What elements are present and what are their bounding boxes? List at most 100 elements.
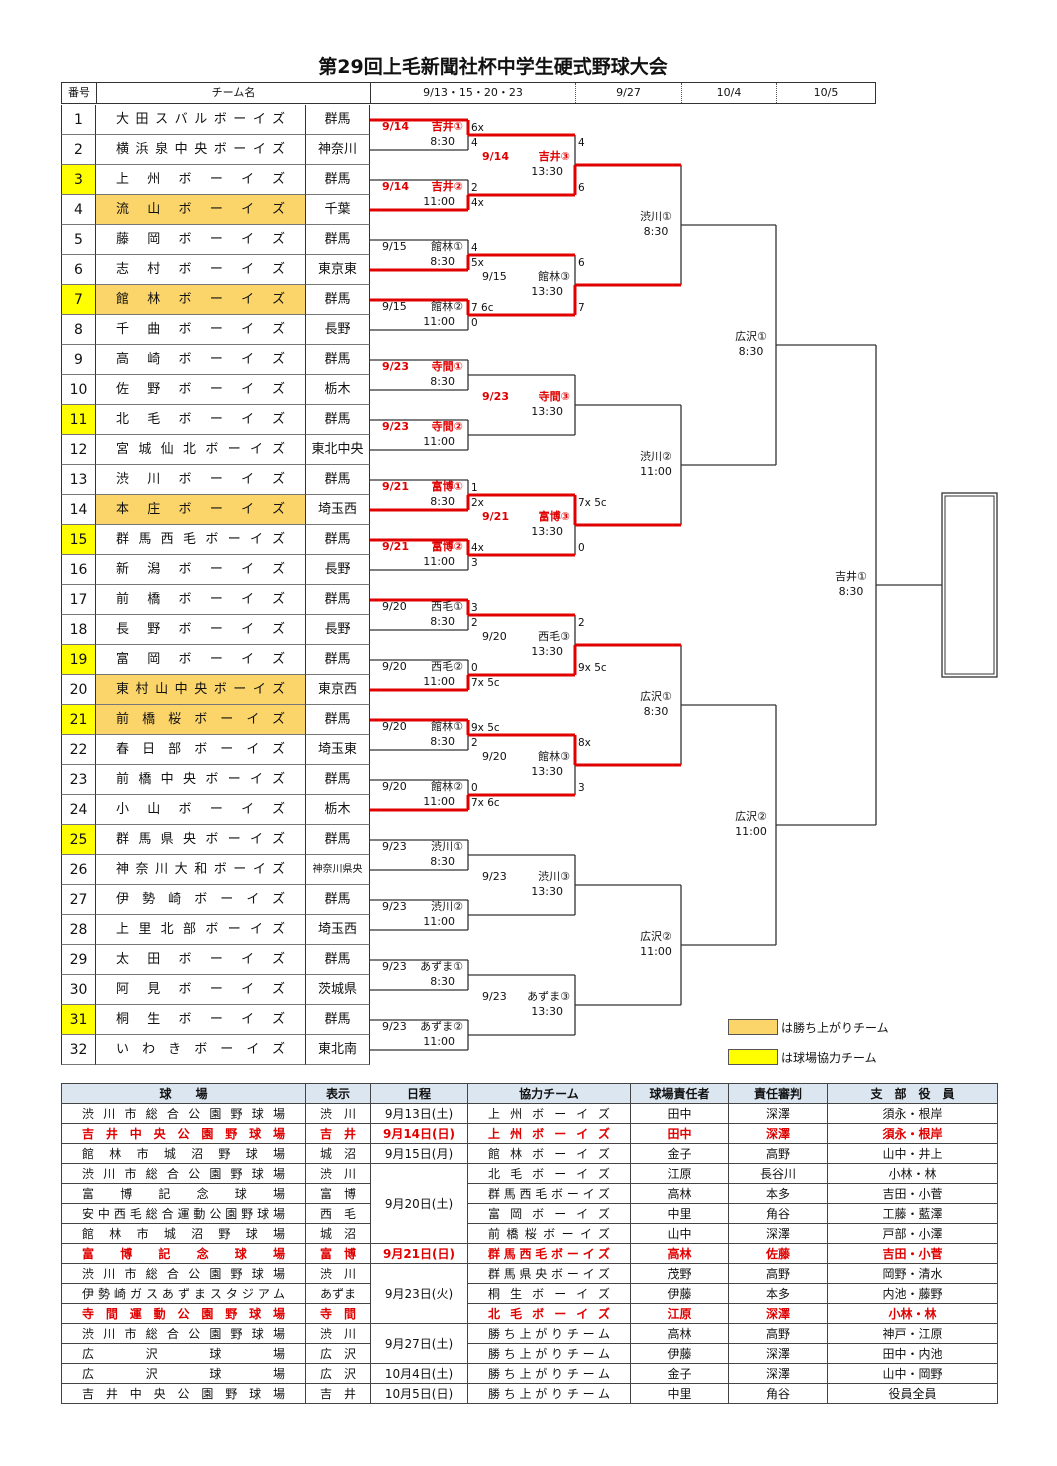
stadium-name: 渋川市総合公園野球場 [61,1323,306,1344]
match-date: 9/20 [482,750,507,763]
team-name: 東村山中央ボーイズ [96,675,305,705]
team-name: 館林ボーイズ [96,285,305,315]
stadium-name: 伊勢崎ガスあずまスタジアム [61,1283,306,1304]
schedule-date: 9月14日(日) [370,1123,468,1144]
header-round3-date: 9/27 [576,83,682,103]
chief-umpire: 深澤 [728,1363,828,1384]
score-bottom: 2x [471,497,484,509]
stadium-short: 渋 川 [305,1323,371,1344]
stadium-short: 西 毛 [305,1203,371,1224]
host-team: 勝ち上がりチーム [467,1323,631,1344]
team-prefecture: 栃木 [305,795,370,825]
team-name: 北毛ボーイズ [96,405,305,435]
team-prefecture: 神奈川県央 [305,855,370,885]
match-date: 9/23 [482,870,507,883]
schedule-row: 広沢球場広 沢勝ち上がりチーム伊藤深澤田中・内池 [61,1343,998,1364]
match-time: 11:00 [640,945,672,958]
match-venue: 西毛① [431,600,463,613]
match-time: 11:00 [640,465,672,478]
host-team: 桐生ボーイズ [467,1283,631,1304]
match-time: 11:00 [423,795,455,808]
stadium-name: 富博記念球場 [61,1183,306,1204]
team-number: 26 [61,855,96,885]
schedule-header: 支 部 役 員 [827,1083,998,1104]
team-number: 18 [61,615,96,645]
stadium-short: 富 博 [305,1243,371,1264]
team-name: 前橋桜ボーイズ [96,705,305,735]
match-date: 9/23 [382,360,409,373]
venue-manager: 金子 [630,1363,729,1384]
team-number: 3 [61,165,96,195]
host-team: 勝ち上がりチーム [467,1343,631,1364]
chief-umpire: 本多 [728,1283,828,1304]
team-name: いわきボーイズ [96,1035,305,1065]
match-date: 9/20 [482,630,507,643]
stadium-name: 館林市城沼野球場 [61,1143,306,1164]
venue-manager: 茂野 [630,1263,729,1284]
host-team: 前橋桜ボーイズ [467,1223,631,1244]
legend-host: は球場協力チーム [728,1049,889,1065]
venue-manager: 高林 [630,1183,729,1204]
venue-manager: 高林 [630,1243,729,1264]
legend-host-label: は球場協力チーム [781,1050,877,1065]
team-prefecture: 東京東 [305,255,370,285]
schedule-row: 伊勢崎ガスあずまスタジアムあずま桐生ボーイズ伊藤本多内池・藤野 [61,1283,998,1304]
team-number: 29 [61,945,96,975]
team-number: 20 [61,675,96,705]
legend: は勝ち上がりチーム は球場協力チーム [728,1019,889,1079]
team-name: 高崎ボーイズ [96,345,305,375]
match-time: 11:00 [423,555,455,568]
team-name: 阿見ボーイズ [96,975,305,1005]
team-name: 前橋ボーイズ [96,585,305,615]
score-bottom: 4 [471,137,478,149]
match-date: 9/23 [382,420,409,433]
match-venue: 西毛② [431,660,463,673]
match-date: 9/21 [382,540,409,553]
schedule-header: 表示 [305,1083,371,1104]
host-team: 勝ち上がりチーム [467,1363,631,1384]
venue-manager: 田中 [630,1103,729,1124]
team-number: 9 [61,345,96,375]
header-number: 番号 [62,83,97,103]
team-name: 太田ボーイズ [96,945,305,975]
team-prefecture: 群馬 [305,885,370,915]
score-top: 0 [471,782,478,794]
page-title: 第29回上毛新聞社杯中学生硬式野球大会 [318,56,668,78]
team-prefecture: 群馬 [305,585,370,615]
score-bottom: 2 [471,617,478,629]
schedule-date: 10月5日(日) [370,1383,468,1404]
match-time: 8:30 [644,225,669,238]
score-top: 4 [578,137,585,149]
schedule-date: 9月13日(土) [370,1103,468,1124]
host-team: 上州ボーイズ [467,1123,631,1144]
score-bottom: 9x 5c [578,662,607,674]
match-time: 8:30 [739,345,764,358]
header-round1-dates: 9/13・15・20・23 [371,83,576,103]
match-venue: 渋川② [431,900,463,913]
match-venue: あずま③ [527,990,570,1003]
team-name: 春日部ボーイズ [96,735,305,765]
team-name: 上里北部ボーイズ [96,915,305,945]
branch-officers: 山中・井上 [827,1143,998,1164]
match-date: 9/14 [482,150,509,163]
schedule-row: 富博記念球場富 博群馬西毛ボーイズ高林本多吉田・小菅 [61,1183,998,1204]
match-time: 11:00 [423,675,455,688]
match-venue: 館林③ [538,749,570,763]
score-top: 2 [578,617,585,629]
team-number: 4 [61,195,96,225]
schedule-header: 協力チーム [467,1083,631,1104]
